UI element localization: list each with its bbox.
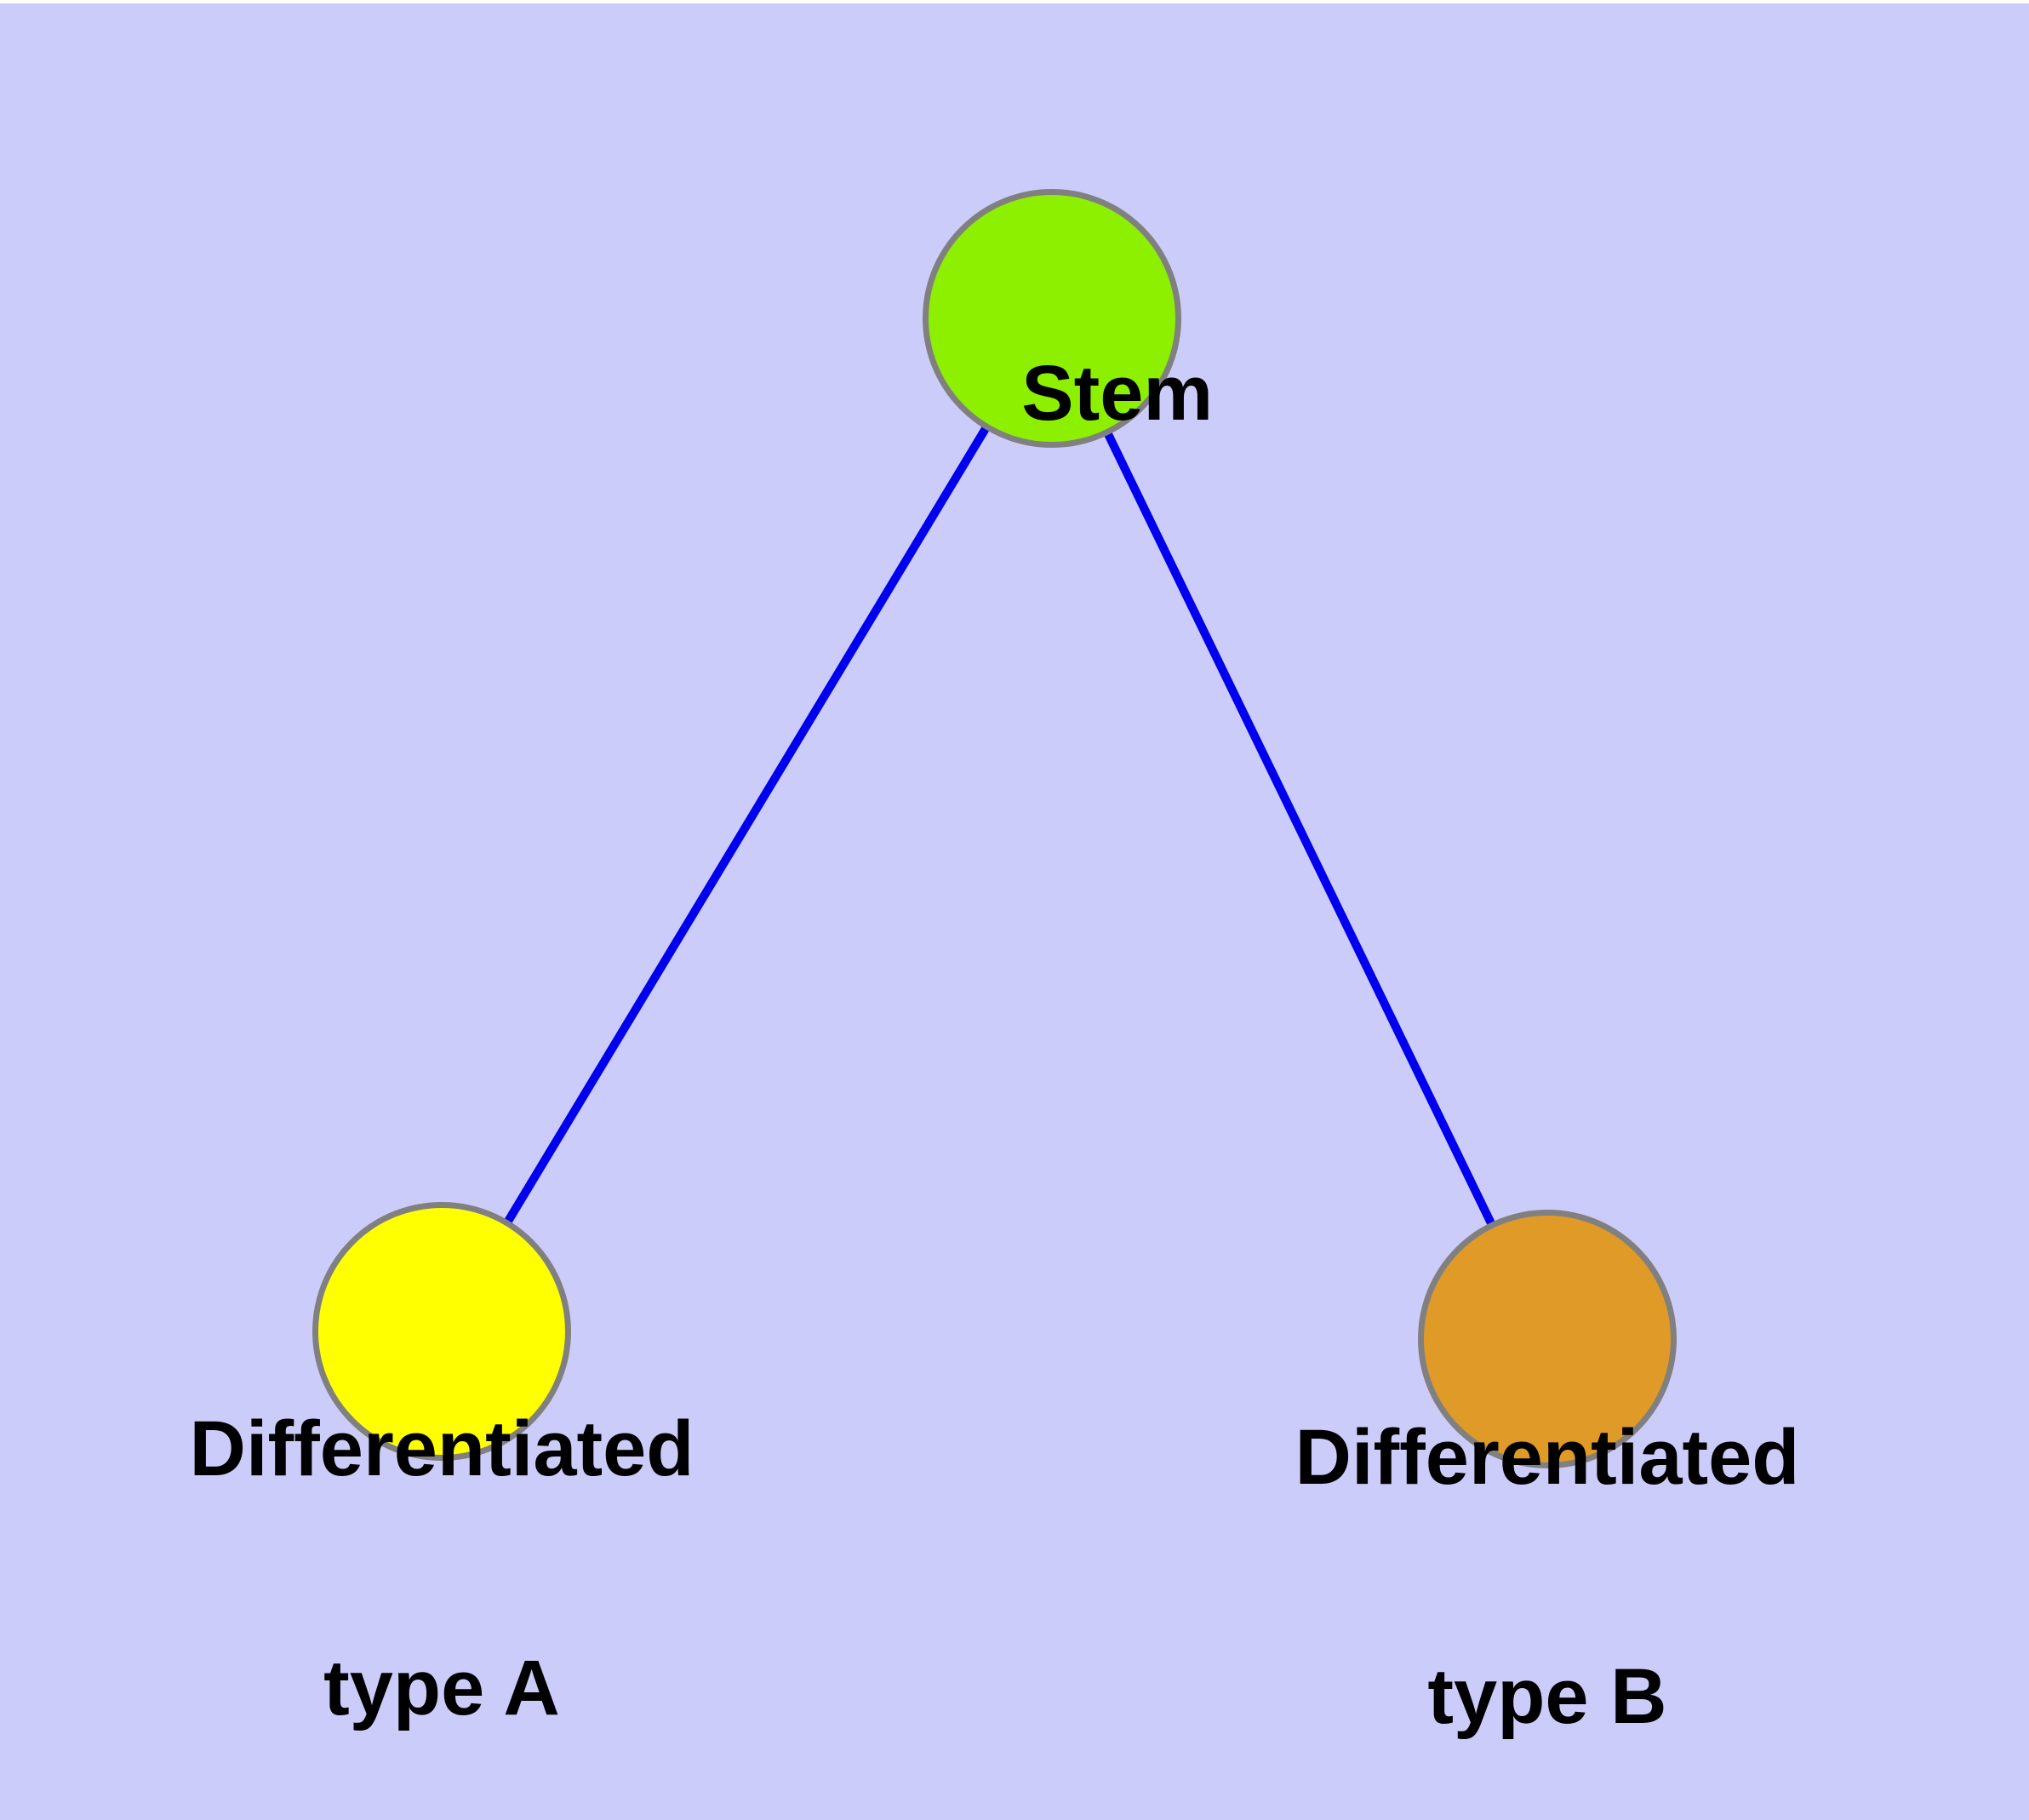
node-stem[interactable]: [923, 189, 1181, 448]
edge-stem-to-differentiated-type-b: [1048, 316, 1552, 1342]
node-differentiated-type-a[interactable]: [312, 1202, 571, 1461]
node-layer: [312, 189, 1677, 1468]
edge-layer: [437, 316, 1552, 1342]
graph-svg: [312, 189, 1677, 1468]
edge-stem-to-differentiated-type-a: [437, 316, 1056, 1334]
diagram-plot-area: Stem Differentiated type A Differentiate…: [0, 3, 2029, 1820]
node-differentiated-type-b[interactable]: [1418, 1210, 1677, 1468]
